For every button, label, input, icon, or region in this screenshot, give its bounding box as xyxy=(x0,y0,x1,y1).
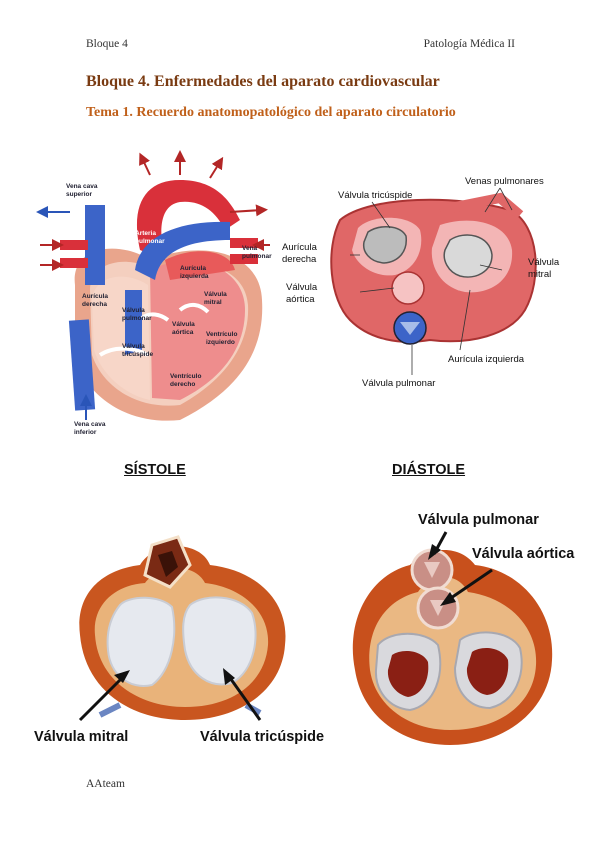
label-vena-cava-superior-2: superior xyxy=(66,191,92,198)
label-valvula-mitral-1: Válvula xyxy=(204,291,227,298)
label-auricula-derecha-1: Aurícula xyxy=(282,242,318,253)
svg-text:inferior: inferior xyxy=(74,429,97,436)
label-valvula-mitral-1: Válvula xyxy=(528,257,560,268)
svg-text:Aurícula izquierda: Aurícula izquierda xyxy=(448,354,525,365)
label-sistole-valvula-tricuspide: Válvula tricúspide xyxy=(200,729,325,745)
svg-text:Válvula: Válvula xyxy=(122,343,145,350)
label-valvula-pulmonar-2: pulmonar xyxy=(122,315,152,322)
label-vena-cava-inferior-2: inferior xyxy=(74,429,97,436)
label-arteria-pulmonar-2: pulmonar xyxy=(135,238,165,245)
label-valvula-tricuspide-2: tricúspide xyxy=(122,351,153,358)
svg-text:aórtica: aórtica xyxy=(286,294,315,305)
label-auricula-derecha-2: derecha xyxy=(82,301,107,308)
svg-text:tricúspide: tricúspide xyxy=(122,351,153,358)
label-sistole-valvula-mitral: Válvula mitral xyxy=(34,729,129,745)
svg-text:Válvula: Válvula xyxy=(286,282,318,293)
label-ventriculo-derecho-2: derecho xyxy=(170,381,195,388)
page-header-left: Bloque 4 xyxy=(86,38,128,50)
svg-text:Vena cava: Vena cava xyxy=(66,183,98,190)
svg-text:Válvula: Válvula xyxy=(204,291,227,298)
label-valvula-pulmonar-1: Válvula xyxy=(122,307,145,314)
label-valvula-aortica-2: aórtica xyxy=(172,329,194,336)
label-vena-pulmonar-2: pulmonar xyxy=(242,253,272,260)
label-vena-pulmonar-1: Vena xyxy=(242,245,258,252)
label-diastole-valvula-pulmonar: Válvula pulmonar xyxy=(418,512,539,528)
label-ventriculo-izquierdo-1: Ventrículo xyxy=(206,331,237,338)
svg-text:derecho: derecho xyxy=(170,381,195,388)
svg-text:Vena: Vena xyxy=(242,245,258,252)
label-auricula-izquierda: Aurícula izquierda xyxy=(448,354,525,365)
label-valvula-aortica-2: aórtica xyxy=(286,294,315,305)
label-auricula-derecha-1: Aurícula xyxy=(82,293,108,300)
svg-text:pulmonar: pulmonar xyxy=(135,238,165,245)
vena-cava-superior-shape xyxy=(85,205,105,285)
label-valvula-pulmonar: Válvula pulmonar xyxy=(362,378,435,389)
label-valvula-tricuspide: Válvula tricúspide xyxy=(338,190,412,201)
label-diastole-valvula-aortica: Válvula aórtica xyxy=(472,546,575,562)
svg-text:izquierdo: izquierdo xyxy=(206,339,235,346)
svg-text:Válvula tricúspide: Válvula tricúspide xyxy=(338,190,412,201)
svg-text:izquierda: izquierda xyxy=(180,273,209,280)
svg-text:pulmonar: pulmonar xyxy=(242,253,272,260)
label-valvula-mitral-2: mitral xyxy=(528,269,551,280)
label-vena-cava-inferior-1: Vena cava xyxy=(74,421,106,428)
svg-text:Aurícula: Aurícula xyxy=(82,293,108,300)
sistole-illustration xyxy=(78,535,286,722)
label-venas-pulmonares: Venas pulmonares xyxy=(465,176,544,187)
svg-text:Válvula: Válvula xyxy=(528,257,560,268)
svg-text:Válvula: Válvula xyxy=(172,321,195,328)
diastole-illustration xyxy=(352,531,553,745)
label-arteria-pulmonar-1: Arteria xyxy=(135,230,156,237)
label-valvula-aortica-1: Válvula xyxy=(172,321,195,328)
heart-diagram: Vena cava superior Aorta Arteria pulmona… xyxy=(36,150,272,436)
label-auricula-izquierda-2: izquierda xyxy=(180,273,209,280)
svg-text:Ventrículo: Ventrículo xyxy=(206,331,237,338)
svg-text:aórtica: aórtica xyxy=(172,329,194,336)
label-valvula-aortica-1: Válvula xyxy=(286,282,318,293)
page-footer: AAteam xyxy=(86,778,125,790)
label-valvula-mitral-2: mitral xyxy=(204,299,222,306)
label-vena-cava-superior-1: Vena cava xyxy=(66,183,98,190)
valve-plane-diagram: Válvula tricúspide Venas pulmonares Aurí… xyxy=(282,176,560,389)
label-aorta: Aorta xyxy=(176,207,193,214)
sistole-title: SÍSTOLE xyxy=(124,462,186,478)
svg-text:Válvula: Válvula xyxy=(122,307,145,314)
svg-text:Válvula pulmonar: Válvula pulmonar xyxy=(362,378,435,389)
svg-text:Arteria: Arteria xyxy=(135,230,156,237)
aorta-shape xyxy=(136,180,240,260)
diastole-title: DIÁSTOLE xyxy=(392,462,466,478)
label-ventriculo-derecho-1: Ventrículo xyxy=(170,373,201,380)
section-title: Tema 1. Recuerdo anatomopatológico del a… xyxy=(86,105,456,120)
svg-text:Ventrículo: Ventrículo xyxy=(170,373,201,380)
svg-text:Venas pulmonares: Venas pulmonares xyxy=(465,176,544,187)
chapter-title: Bloque 4. Enfermedades del aparato cardi… xyxy=(86,73,440,90)
svg-text:Aurícula: Aurícula xyxy=(282,242,318,253)
label-auricula-izquierda-1: Aurícula xyxy=(180,265,206,272)
svg-text:Aurícula: Aurícula xyxy=(180,265,206,272)
svg-text:mitral: mitral xyxy=(528,269,551,280)
label-auricula-derecha-2: derecha xyxy=(282,254,317,265)
label-ventriculo-izquierdo-2: izquierdo xyxy=(206,339,235,346)
svg-text:mitral: mitral xyxy=(204,299,222,306)
svg-text:derecha: derecha xyxy=(82,301,107,308)
svg-text:Aorta: Aorta xyxy=(176,207,193,214)
label-valvula-tricuspide-1: Válvula xyxy=(122,343,145,350)
page-header-right: Patología Médica II xyxy=(423,38,515,50)
svg-text:pulmonar: pulmonar xyxy=(122,315,152,322)
svg-text:superior: superior xyxy=(66,191,92,198)
svg-text:Vena cava: Vena cava xyxy=(74,421,106,428)
svg-text:derecha: derecha xyxy=(282,254,317,265)
